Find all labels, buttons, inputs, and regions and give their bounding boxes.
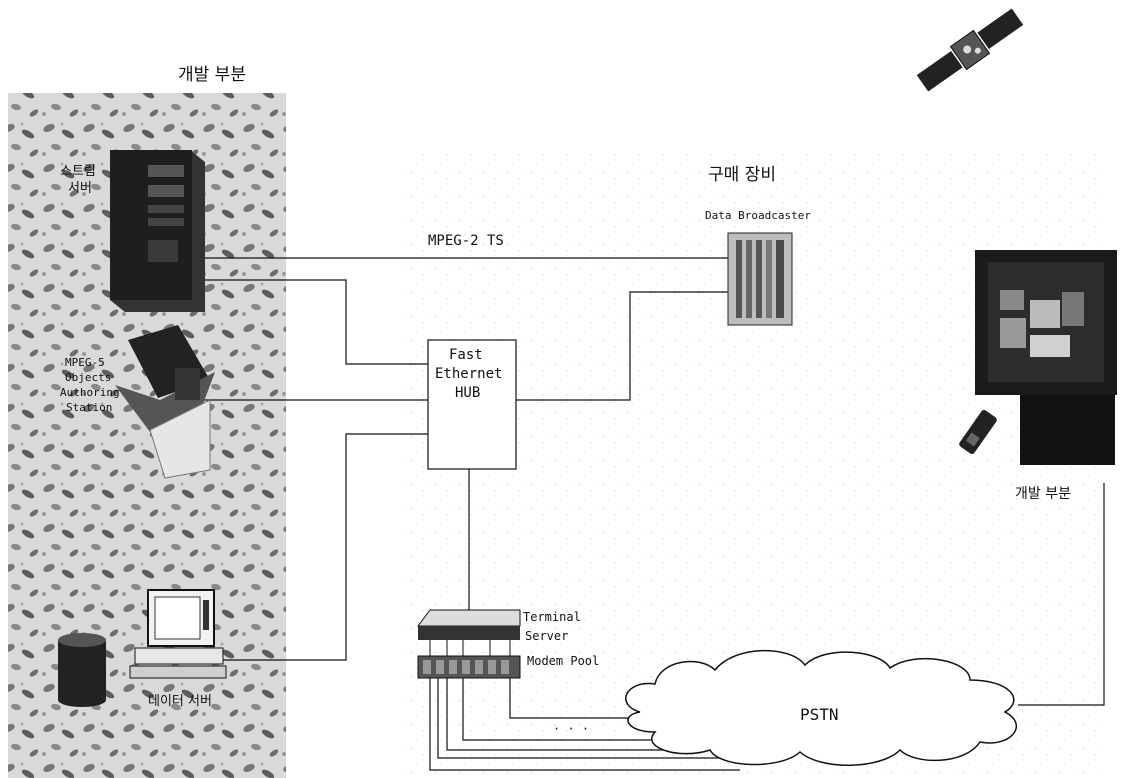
authoring-label-1: MPEG-5 [65,356,105,369]
data-broadcaster-label: Data Broadcaster [705,209,811,222]
authoring-label-3: Authoring [60,386,120,399]
hub-label-2: Ethernet [435,366,502,382]
modem-lines-ellipsis: · · · [553,722,589,736]
satellite-icon [914,5,1025,94]
hub-label-3: HUB [455,385,480,401]
tower-server-icon [110,150,205,312]
authoring-label-2: Objects [65,371,111,384]
hub-label-1: Fast [449,347,483,363]
data-broadcaster-icon [728,233,792,325]
dev-area-right-label: 개발 부분 [1015,486,1071,502]
terminal-server-icon [418,610,520,640]
authoring-label-4: Station [66,401,112,414]
terminal-server-label-2: Server [525,629,568,643]
purchase-area-label: 구매 장비 [708,165,776,185]
terminal-server-label-1: Terminal [523,610,581,624]
pstn-label: PSTN [800,705,839,724]
data-server-label: 데이터 서버 [148,694,212,709]
mpeg-ts-label: MPEG-2 TS [428,233,504,249]
database-icon [58,633,106,707]
streaming-server-label-1: 스트림 [60,164,96,179]
modem-pool-icon [418,656,520,678]
streaming-server-label-2: 서버 [68,181,92,196]
dev-area-left-label: 개발 부분 [178,65,246,85]
modem-pool-label: Modem Pool [527,654,599,668]
